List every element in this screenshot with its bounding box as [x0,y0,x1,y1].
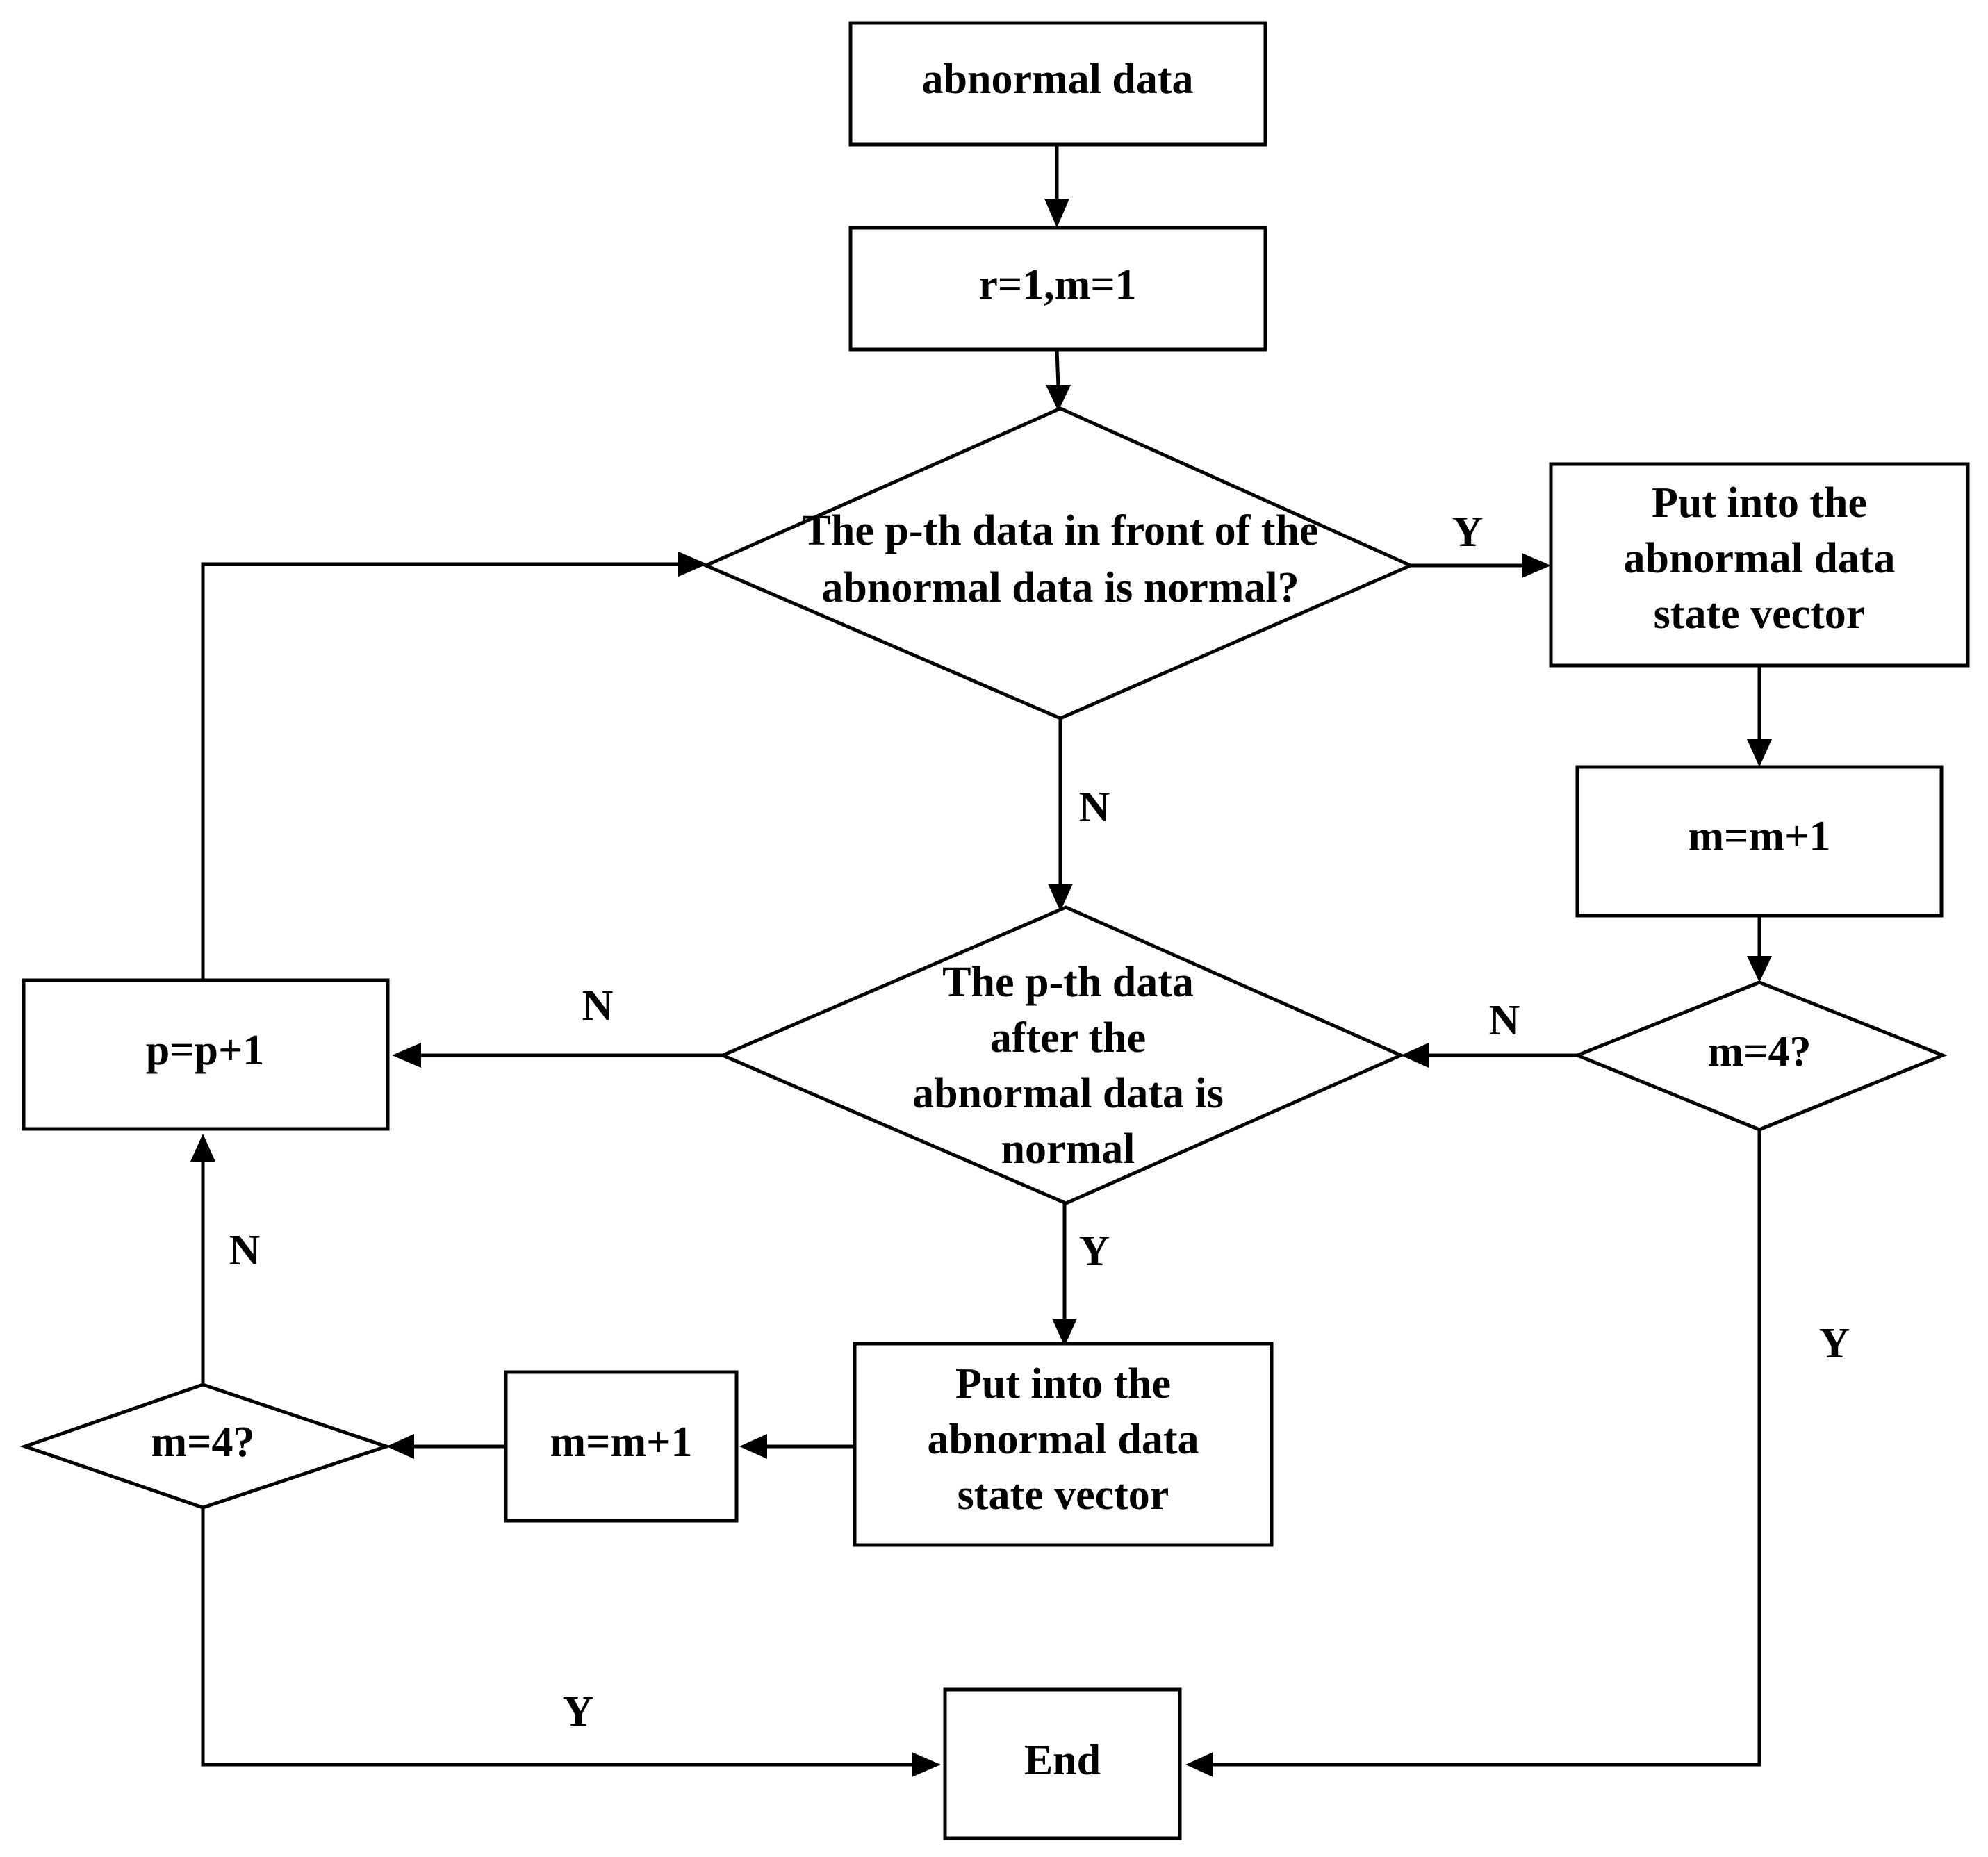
node-start-box [848,21,1267,147]
edge-label-check-right-no: N [1489,997,1520,1044]
arrowhead-down [1747,956,1772,982]
arrowhead-left [739,1434,767,1459]
arrowhead-down [1052,1319,1077,1346]
edge-label-check-left-no: N [229,1227,261,1274]
edge-label-check-right-yes: Y [1819,1320,1850,1367]
arrowhead-left [392,1043,421,1068]
arrowhead-left [1185,1752,1213,1777]
arrowhead-left [386,1434,414,1459]
arrow-loop-back [201,562,681,980]
node-inc-bottom-label: m=m+1 [550,1419,693,1466]
edge-label-front-no: N [1079,784,1110,831]
edge-label-after-no: N [582,982,614,1030]
connectors [201,145,1761,1767]
arrowhead-right [1522,553,1551,578]
arrowhead-up [190,1134,215,1162]
decision-front-diamond [701,406,1415,720]
decision-after: The p-th data after the abnormal data is… [718,905,1406,1205]
node-start: abnormal data [848,21,1267,147]
node-put-right-line-1: Put into the [1652,479,1867,527]
decision-after-line-1: The p-th data [942,959,1194,1006]
node-put-bottom-box [853,1342,1274,1547]
edge-labels: Y N N N Y N Y Y [229,509,1850,1735]
node-end: End [943,1687,1182,1840]
decision-check-left-label: m=4? [151,1419,255,1466]
decision-after-line-4: normal [1001,1125,1135,1173]
arrowhead-down [1044,199,1069,228]
node-init-box [848,226,1267,352]
edge-label-front-yes: Y [1452,509,1484,556]
node-put-bottom-line-1: Put into the [955,1360,1171,1408]
node-put-right-box [1549,462,1970,668]
decision-check-left: m=4? [19,1383,392,1510]
arrow-check-right-yes [1209,1130,1761,1767]
node-inc-right-box [1575,765,1944,918]
node-inc-bottom: m=m+1 [504,1370,739,1523]
decision-check-right-label: m=4? [1708,1028,1812,1075]
node-p-inc-label: p=p+1 [146,1027,265,1074]
node-end-box [943,1687,1182,1840]
decision-after-diamond [718,905,1406,1205]
arrow-init-to-decision-front [1055,349,1060,388]
node-put-bottom: Put into the abnormal data state vector [853,1342,1274,1547]
node-put-right-line-2: abnormal data [1624,535,1896,582]
node-put-bottom-line-2: abnormal data [928,1416,1199,1463]
node-inc-right-label: m=m+1 [1689,813,1831,860]
arrowhead-right [678,552,707,577]
node-put-right-line-3: state vector [1654,591,1866,638]
decision-check-left-diamond [19,1383,392,1510]
node-init: r=1,m=1 [848,226,1267,352]
node-inc-right: m=m+1 [1575,765,1944,918]
decision-after-line-2: after the [990,1014,1146,1062]
arrowheads [190,199,1772,1777]
decision-after-line-3: abnormal data is [912,1070,1224,1117]
node-p-inc-box [22,978,390,1131]
node-init-label: r=1,m=1 [978,261,1136,308]
decision-front: The p-th data in front of the abnormal d… [701,406,1415,720]
decision-check-right-diamond [1572,980,1948,1132]
arrowhead-left [1401,1043,1429,1068]
node-start-label: abnormal data [922,56,1194,103]
node-inc-bottom-box [504,1370,739,1523]
node-put-right: Put into the abnormal data state vector [1549,462,1970,668]
arrowhead-down [1048,884,1073,911]
decision-front-line-1: The p-th data in front of the [803,507,1319,554]
arrowhead-down [1747,739,1772,767]
decision-check-right: m=4? [1572,980,1948,1132]
arrow-check-left-yes [201,1508,916,1767]
node-end-label: End [1024,1737,1101,1784]
edge-label-after-yes: Y [1079,1228,1110,1275]
node-p-inc: p=p+1 [22,978,390,1131]
arrowhead-down [1046,385,1071,411]
edge-label-check-left-yes: Y [563,1688,594,1735]
arrowhead-right [912,1752,941,1777]
decision-front-line-2: abnormal data is normal? [821,564,1299,611]
node-put-bottom-line-3: state vector [958,1471,1169,1519]
